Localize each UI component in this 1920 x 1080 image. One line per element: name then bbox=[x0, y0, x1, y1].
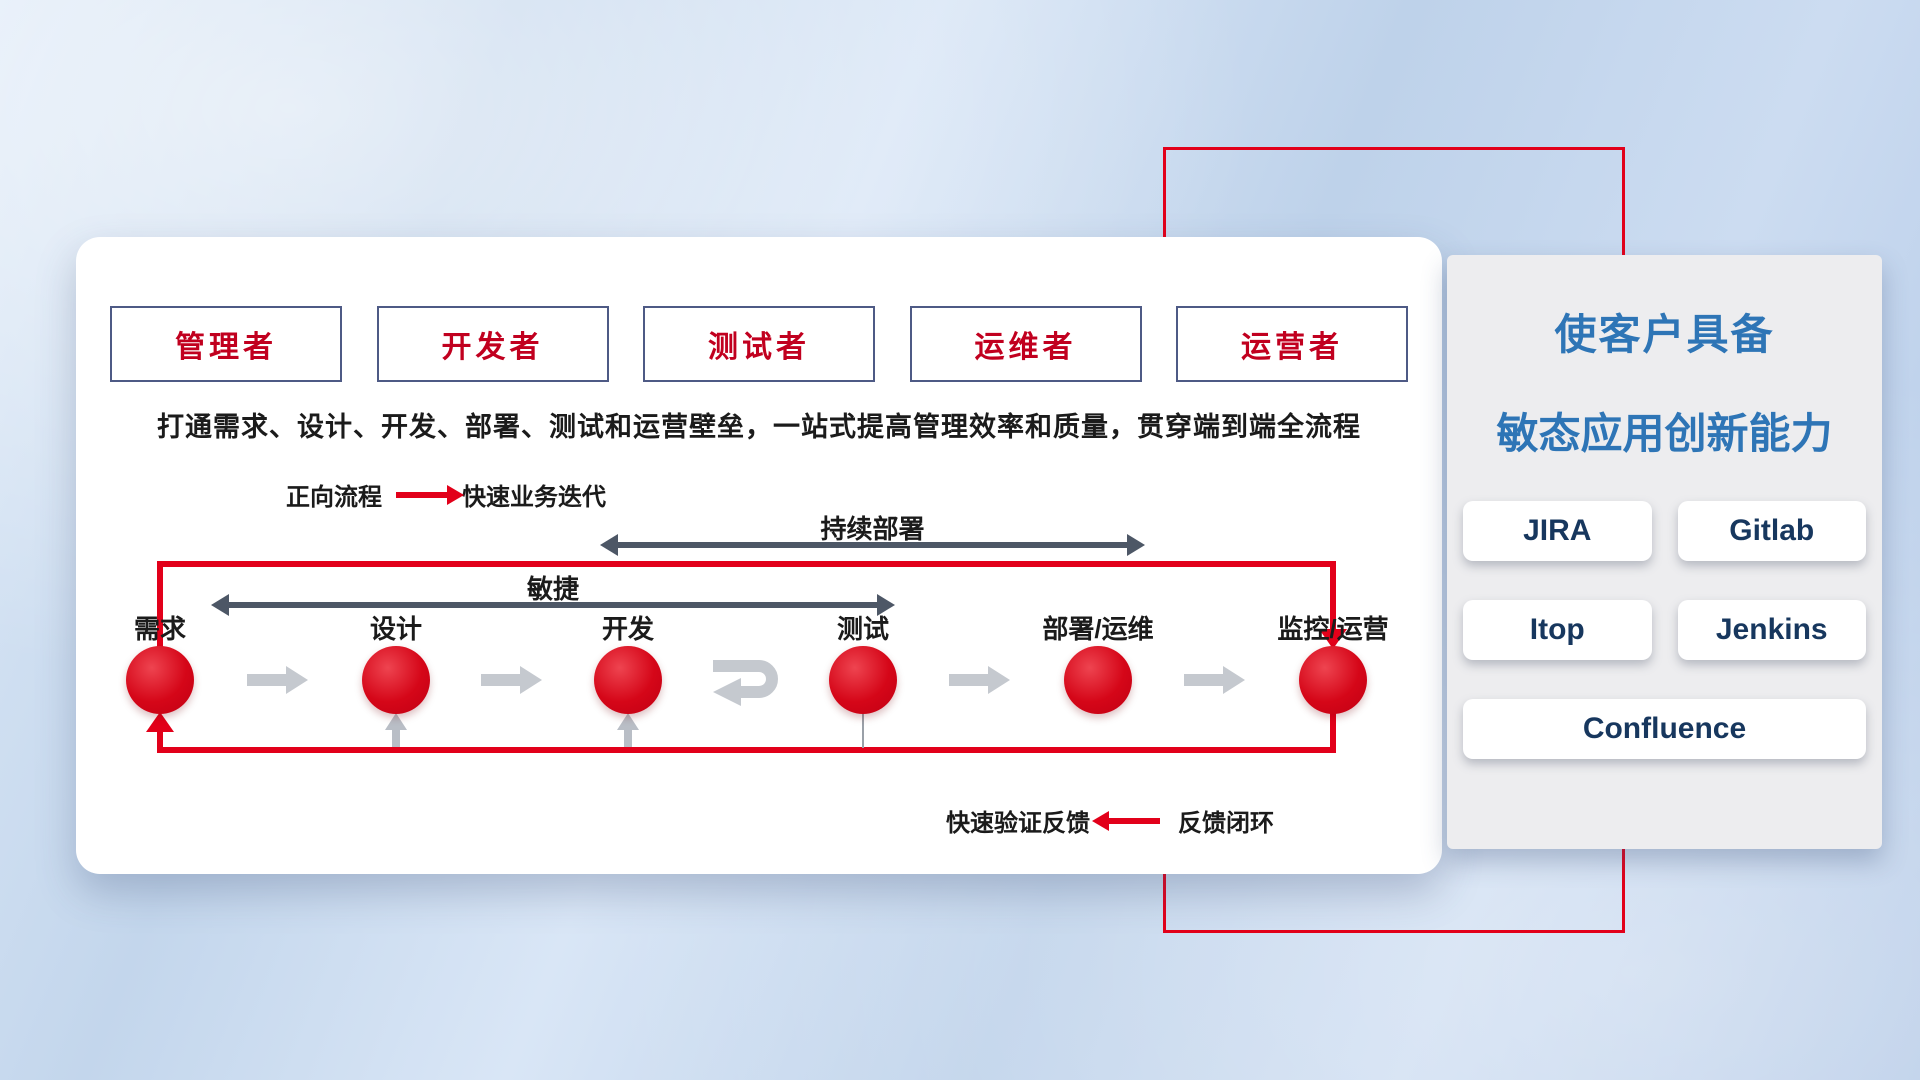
return-arrow-stem-design bbox=[392, 730, 400, 747]
tools-grid: JIRA Gitlab Itop Jenkins Confluence bbox=[1463, 501, 1866, 759]
roles-row: 管理者 开发者 测试者 运维者 运营者 bbox=[110, 306, 1408, 382]
stage-label-develop: 开发 bbox=[601, 614, 654, 644]
tool-badge-confluence: Confluence bbox=[1463, 699, 1866, 759]
capability-title-line1: 使客户具备 bbox=[1554, 311, 1775, 358]
continuous-deployment-span-arrow-icon bbox=[600, 534, 1145, 556]
feedback-loop-bottom-line bbox=[157, 747, 1336, 753]
feedback-loop-up-arrow-icon bbox=[146, 712, 174, 732]
feedback-label: 反馈闭环 bbox=[1178, 810, 1274, 837]
stage-circle-develop bbox=[594, 646, 662, 714]
tool-badge-itop: Itop bbox=[1463, 600, 1652, 660]
tool-badge-jira: JIRA bbox=[1463, 501, 1652, 561]
feedback-legend: 快速验证反馈 反馈闭环 bbox=[946, 803, 1274, 838]
feedback-loop-down-arrow-icon bbox=[1319, 629, 1347, 649]
iteration-loop-arrow-icon bbox=[713, 660, 778, 706]
flow-arrow-icon bbox=[949, 666, 1010, 694]
agile-span-arrow-icon bbox=[211, 594, 895, 616]
feedback-loop-left-line bbox=[157, 561, 163, 649]
stage-label-test: 测试 bbox=[836, 614, 889, 644]
forward-flow-legend: 正向流程 快速业务迭代 bbox=[286, 477, 606, 512]
return-up-arrow-icon-develop bbox=[617, 713, 639, 730]
agile-label: 敏捷 bbox=[526, 574, 579, 604]
return-up-arrow-icon-design bbox=[385, 713, 407, 730]
feedback-loop-up-stem bbox=[157, 732, 163, 747]
flow-arrow-icon bbox=[247, 666, 308, 694]
stage-circle-requirement bbox=[126, 646, 194, 714]
stage-label-deploy-ops: 部署/运维 bbox=[1042, 614, 1154, 644]
flow-arrow-icon bbox=[1184, 666, 1245, 694]
flow-arrow-icon bbox=[481, 666, 542, 694]
role-box-ops: 运维者 bbox=[909, 306, 1142, 382]
role-box-operator: 运营者 bbox=[1176, 306, 1408, 382]
forward-flow-desc: 快速业务迭代 bbox=[462, 484, 606, 511]
forward-arrow-icon bbox=[396, 484, 464, 505]
capability-panel: 使客户具备 敏态应用创新能力 JIRA Gitlab Itop Jenkins … bbox=[1447, 255, 1882, 849]
return-arrow-stem-develop bbox=[624, 730, 632, 747]
stage-label-design: 设计 bbox=[369, 614, 422, 644]
capability-title-line2: 敏态应用创新能力 bbox=[1496, 410, 1833, 457]
devops-flow-panel: 管理者 开发者 测试者 运维者 运营者 打通需求、设计、开发、部署、测试和运营壁… bbox=[76, 237, 1442, 874]
panel-description: 打通需求、设计、开发、部署、测试和运营壁垒，一站式提高管理效率和质量，贯穿端到端… bbox=[157, 412, 1361, 442]
stage-circle-test bbox=[829, 646, 897, 714]
stage-circle-monitor-op bbox=[1299, 646, 1367, 714]
role-box-tester: 测试者 bbox=[643, 306, 875, 382]
feedback-loop-right-line bbox=[1330, 561, 1336, 631]
stage-label-requirement: 需求 bbox=[133, 614, 186, 644]
feedback-loop-right-connector bbox=[1330, 713, 1336, 747]
stage-circle-deploy-ops bbox=[1064, 646, 1132, 714]
feedback-loop-top-line bbox=[157, 561, 1336, 567]
continuous-deployment-label: 持续部署 bbox=[820, 514, 925, 544]
tool-badge-gitlab: Gitlab bbox=[1677, 501, 1866, 561]
role-box-developer: 开发者 bbox=[376, 306, 609, 382]
role-box-manager: 管理者 bbox=[110, 306, 342, 382]
stage-label-monitor-op: 监控/运营 bbox=[1277, 614, 1389, 644]
tool-badge-jenkins: Jenkins bbox=[1677, 600, 1866, 660]
feedback-arrow-icon bbox=[1092, 810, 1160, 831]
test-drop-line bbox=[862, 714, 864, 748]
forward-flow-label: 正向流程 bbox=[286, 484, 382, 511]
stage-circle-design bbox=[362, 646, 430, 714]
feedback-desc: 快速验证反馈 bbox=[946, 810, 1090, 837]
